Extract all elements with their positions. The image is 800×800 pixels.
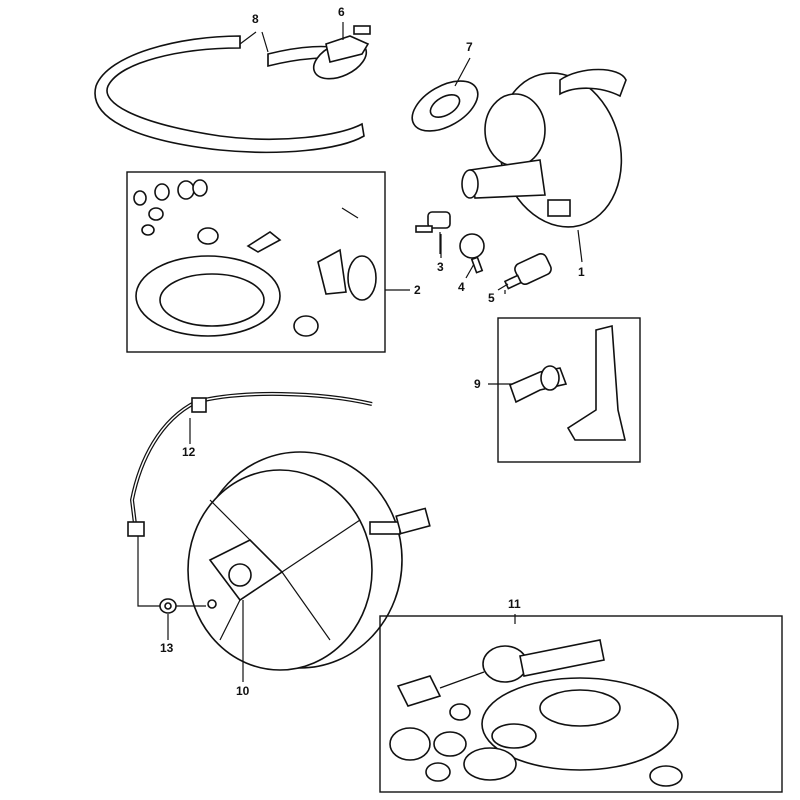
servo-repair-kit-parts [389,639,683,787]
leader-lines [167,22,583,682]
callout-4: 4 [458,280,465,294]
callout-6: 6 [338,5,345,19]
callout-2: 2 [414,283,421,297]
vacuum-pump-part-1 [461,68,627,228]
repair-kit-parts [133,179,377,337]
diaphragm-part-7 [411,80,479,132]
repair-kit-box-part-11 [379,615,783,793]
bracket-box-part-9 [497,317,641,463]
callout-3: 3 [437,260,444,274]
repair-kit-box-part-2 [126,171,386,353]
callout-11: 11 [508,597,521,611]
callout-8: 8 [252,12,259,26]
pump-cover-part-6 [312,25,371,80]
vacuum-pipe-part-12 [127,391,373,537]
callout-10: 10 [236,684,250,698]
washer-part-13 [159,598,177,614]
fitting-part-3 [415,211,451,254]
callout-9: 9 [474,377,481,391]
callout-5: 5 [488,291,495,305]
callout-13: 13 [160,641,174,655]
valve-part-4 [459,233,485,274]
brake-servo-part-10 [187,451,431,671]
assembly-line [137,536,206,607]
callout-1: 1 [578,265,585,279]
check-valve-part-5 [503,253,552,294]
callout-12: 12 [182,445,196,459]
callout-7: 7 [466,40,473,54]
bracket-part-9 [508,324,627,441]
